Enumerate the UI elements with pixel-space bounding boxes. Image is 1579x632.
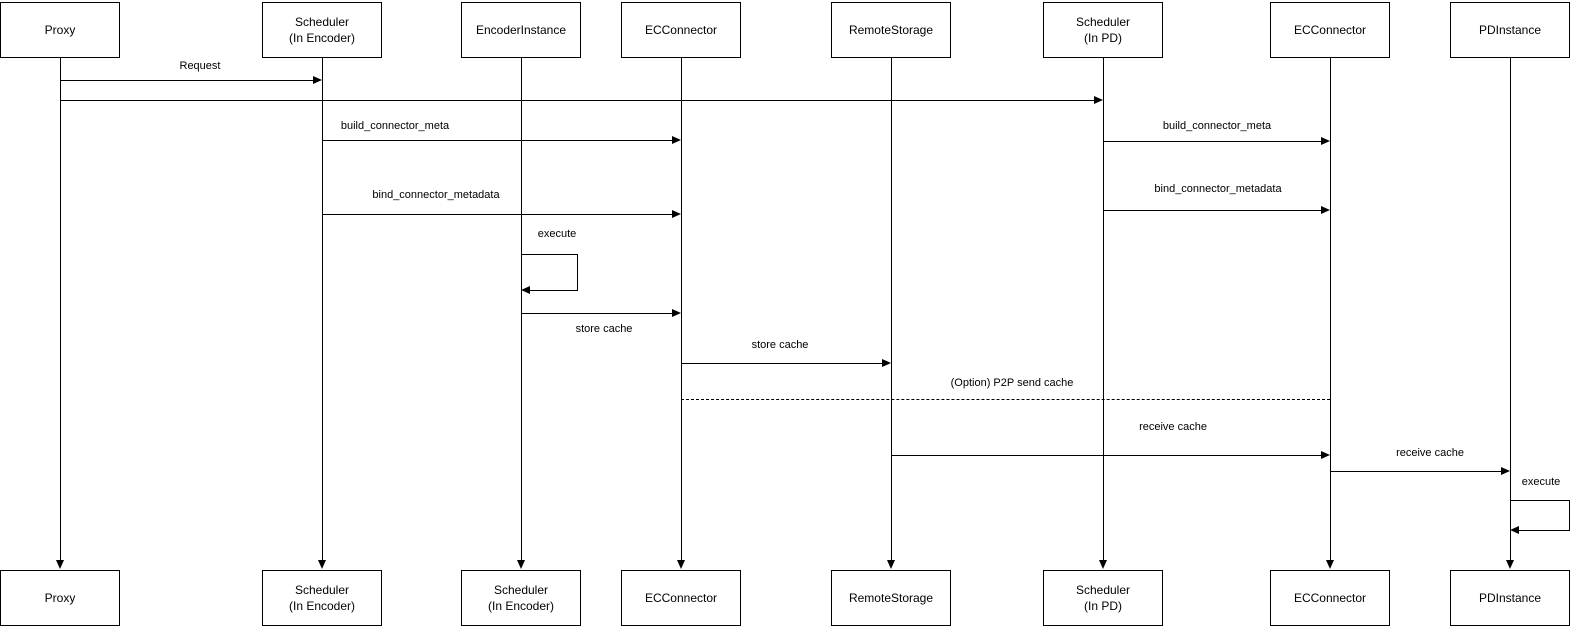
actor-label: Proxy (44, 590, 76, 605)
message-label-execute-encoder: execute (537, 228, 577, 240)
message-line-build-connector-meta-right (1103, 141, 1321, 142)
message-label-receive-cache-1: receive cache (1139, 421, 1207, 433)
lifeline-end-arrow-icon (677, 560, 685, 569)
actor-label: PDInstance (1478, 590, 1542, 605)
actor-label: ECConnector (644, 22, 718, 37)
lifeline-pdinstance (1510, 58, 1511, 560)
actor-label: ECConnector (1293, 590, 1367, 605)
lifeline-encoder-instance (521, 58, 522, 560)
actor-label: RemoteStorage (848, 590, 934, 605)
lifeline-proxy (60, 58, 61, 560)
message-label-request: Request (179, 60, 221, 72)
arrowhead-icon (1321, 451, 1330, 459)
message-line-request (60, 80, 313, 81)
message-label-build-connector-meta-left: build_connector_meta (340, 120, 450, 132)
arrowhead-icon (313, 76, 322, 84)
actor-box-scheduler-pd-bottom: Scheduler (In PD) (1043, 570, 1163, 626)
lifeline-end-arrow-icon (1326, 560, 1334, 569)
lifeline-end-arrow-icon (517, 560, 525, 569)
actor-label: Scheduler (In Encoder) (288, 14, 356, 45)
lifeline-end-arrow-icon (1099, 560, 1107, 569)
arrowhead-icon (521, 286, 530, 294)
lifeline-scheduler-pd (1103, 58, 1104, 560)
actor-box-remotestorage-top: RemoteStorage (831, 2, 951, 58)
actor-box-ecconnector2-top: ECConnector (1270, 2, 1390, 58)
self-loop-side-encoder (577, 254, 578, 291)
actor-label: Scheduler (In PD) (1075, 14, 1131, 45)
message-line-receive-cache-1 (891, 455, 1321, 456)
message-line-bind-connector-metadata-right (1103, 210, 1321, 211)
actor-box-ecconnector1-top: ECConnector (621, 2, 741, 58)
message-line-receive-cache-2 (1330, 471, 1501, 472)
lifeline-end-arrow-icon (1506, 560, 1514, 569)
actor-box-encoder-instance-top: EncoderInstance (461, 2, 581, 58)
actor-box-scheduler-encoder-bottom: Scheduler (In Encoder) (262, 570, 382, 626)
message-line-proxy-to-scheduler-pd (60, 100, 1094, 101)
arrowhead-icon (1501, 467, 1510, 475)
message-label-receive-cache-2: receive cache (1396, 447, 1464, 459)
actor-box-scheduler-encoder2-bottom: Scheduler (In Encoder) (461, 570, 581, 626)
actor-box-remotestorage-bottom: RemoteStorage (831, 570, 951, 626)
lifeline-ecconnector2 (1330, 58, 1331, 560)
actor-label: RemoteStorage (848, 22, 934, 37)
lifeline-end-arrow-icon (318, 560, 326, 569)
actor-box-proxy-bottom: Proxy (0, 570, 120, 626)
actor-box-pdinstance-top: PDInstance (1450, 2, 1570, 58)
message-label-bind-connector-metadata-left: bind_connector_metadata (372, 189, 500, 201)
self-loop-top-encoder (521, 254, 578, 255)
message-label-bind-connector-metadata-right: bind_connector_metadata (1154, 183, 1282, 195)
actor-box-pdinstance-bottom: PDInstance (1450, 570, 1570, 626)
lifeline-remotestorage (891, 58, 892, 560)
arrowhead-icon (882, 359, 891, 367)
arrowhead-icon (672, 136, 681, 144)
message-label-execute-pd: execute (1521, 476, 1561, 488)
actor-box-ecconnector1-bottom: ECConnector (621, 570, 741, 626)
message-line-store-cache-encoder (521, 313, 672, 314)
actor-box-scheduler-pd-top: Scheduler (In PD) (1043, 2, 1163, 58)
arrowhead-icon (1510, 526, 1519, 534)
actor-box-proxy-top: Proxy (0, 2, 120, 58)
lifeline-ecconnector1 (681, 58, 682, 560)
lifeline-scheduler-encoder (322, 58, 323, 560)
actor-label: Proxy (44, 22, 76, 37)
actor-box-ecconnector2-bottom: ECConnector (1270, 570, 1390, 626)
arrowhead-icon (1321, 137, 1330, 145)
self-loop-bottom-pd (1519, 530, 1569, 531)
actor-label: Scheduler (In Encoder) (487, 582, 555, 613)
arrowhead-icon (672, 210, 681, 218)
arrowhead-icon (672, 309, 681, 317)
actor-label: EncoderInstance (475, 22, 567, 37)
actor-label: Scheduler (In Encoder) (288, 582, 356, 613)
self-loop-bottom-encoder (530, 290, 577, 291)
arrowhead-icon (1094, 96, 1103, 104)
actor-box-scheduler-encoder-top: Scheduler (In Encoder) (262, 2, 382, 58)
self-loop-top-pd (1510, 500, 1570, 501)
lifeline-end-arrow-icon (56, 560, 64, 569)
actor-label: Scheduler (In PD) (1075, 582, 1131, 613)
lifeline-end-arrow-icon (887, 560, 895, 569)
message-label-store-cache-encoder: store cache (575, 323, 633, 335)
message-line-bind-connector-metadata-left (322, 214, 672, 215)
arrowhead-icon (1321, 206, 1330, 214)
message-line-p2p-send-cache (681, 399, 1330, 400)
actor-label: PDInstance (1478, 22, 1542, 37)
message-line-build-connector-meta-left (322, 140, 672, 141)
message-label-build-connector-meta-right: build_connector_meta (1162, 120, 1272, 132)
self-loop-side-pd (1569, 500, 1570, 531)
actor-label: ECConnector (1293, 22, 1367, 37)
message-line-store-cache-remote (681, 363, 882, 364)
actor-label: ECConnector (644, 590, 718, 605)
message-label-p2p-send-cache: (Option) P2P send cache (950, 377, 1074, 389)
message-label-store-cache-remote: store cache (751, 339, 809, 351)
